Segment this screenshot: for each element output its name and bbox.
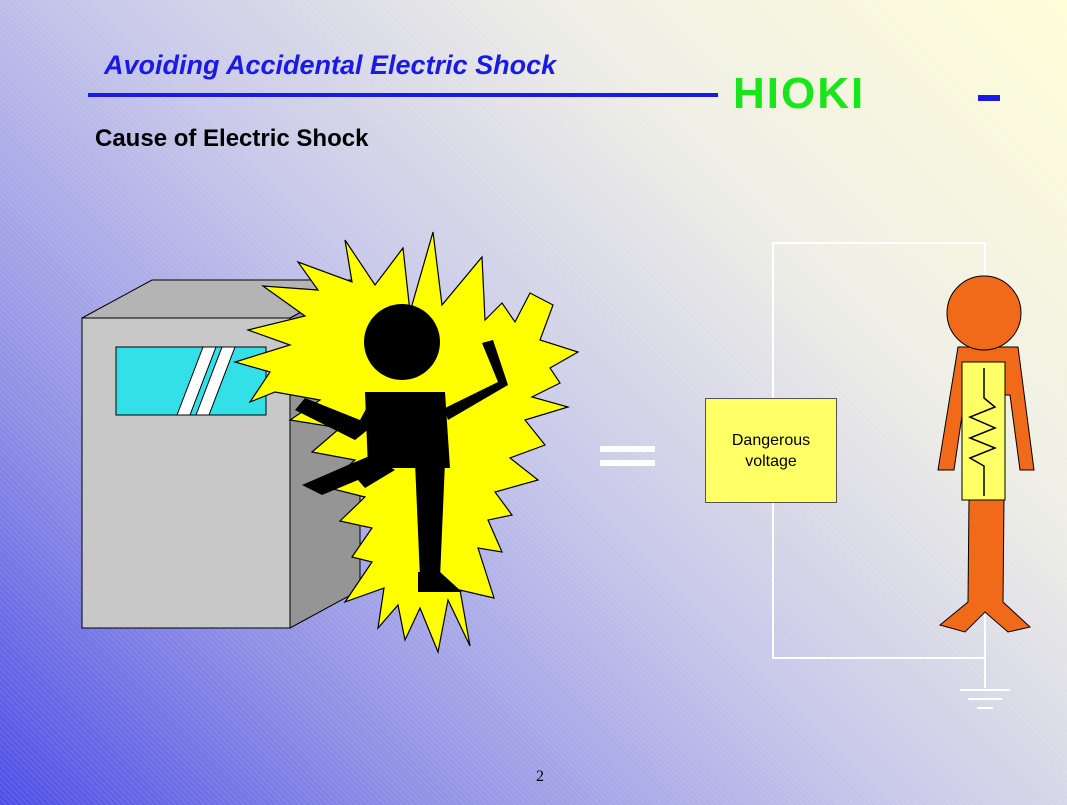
logo-dash xyxy=(978,95,1000,101)
ground-symbol xyxy=(960,689,1010,709)
title-underline xyxy=(88,93,718,97)
voltage-label: Dangerous voltage xyxy=(731,431,811,470)
circuit-wires xyxy=(772,242,986,688)
slide-title: Avoiding Accidental Electric Shock xyxy=(104,50,557,80)
hioki-logo: HIOKI xyxy=(733,69,866,118)
human-body-model xyxy=(937,275,1035,633)
dangerous-voltage-box: Dangerous voltage xyxy=(705,398,837,503)
slide-subtitle: Cause of Electric Shock xyxy=(95,125,369,152)
shocked-person-figure xyxy=(295,304,508,592)
page-number: 2 xyxy=(536,768,544,785)
resistor-symbol xyxy=(967,368,998,496)
equals-sign xyxy=(600,446,655,466)
